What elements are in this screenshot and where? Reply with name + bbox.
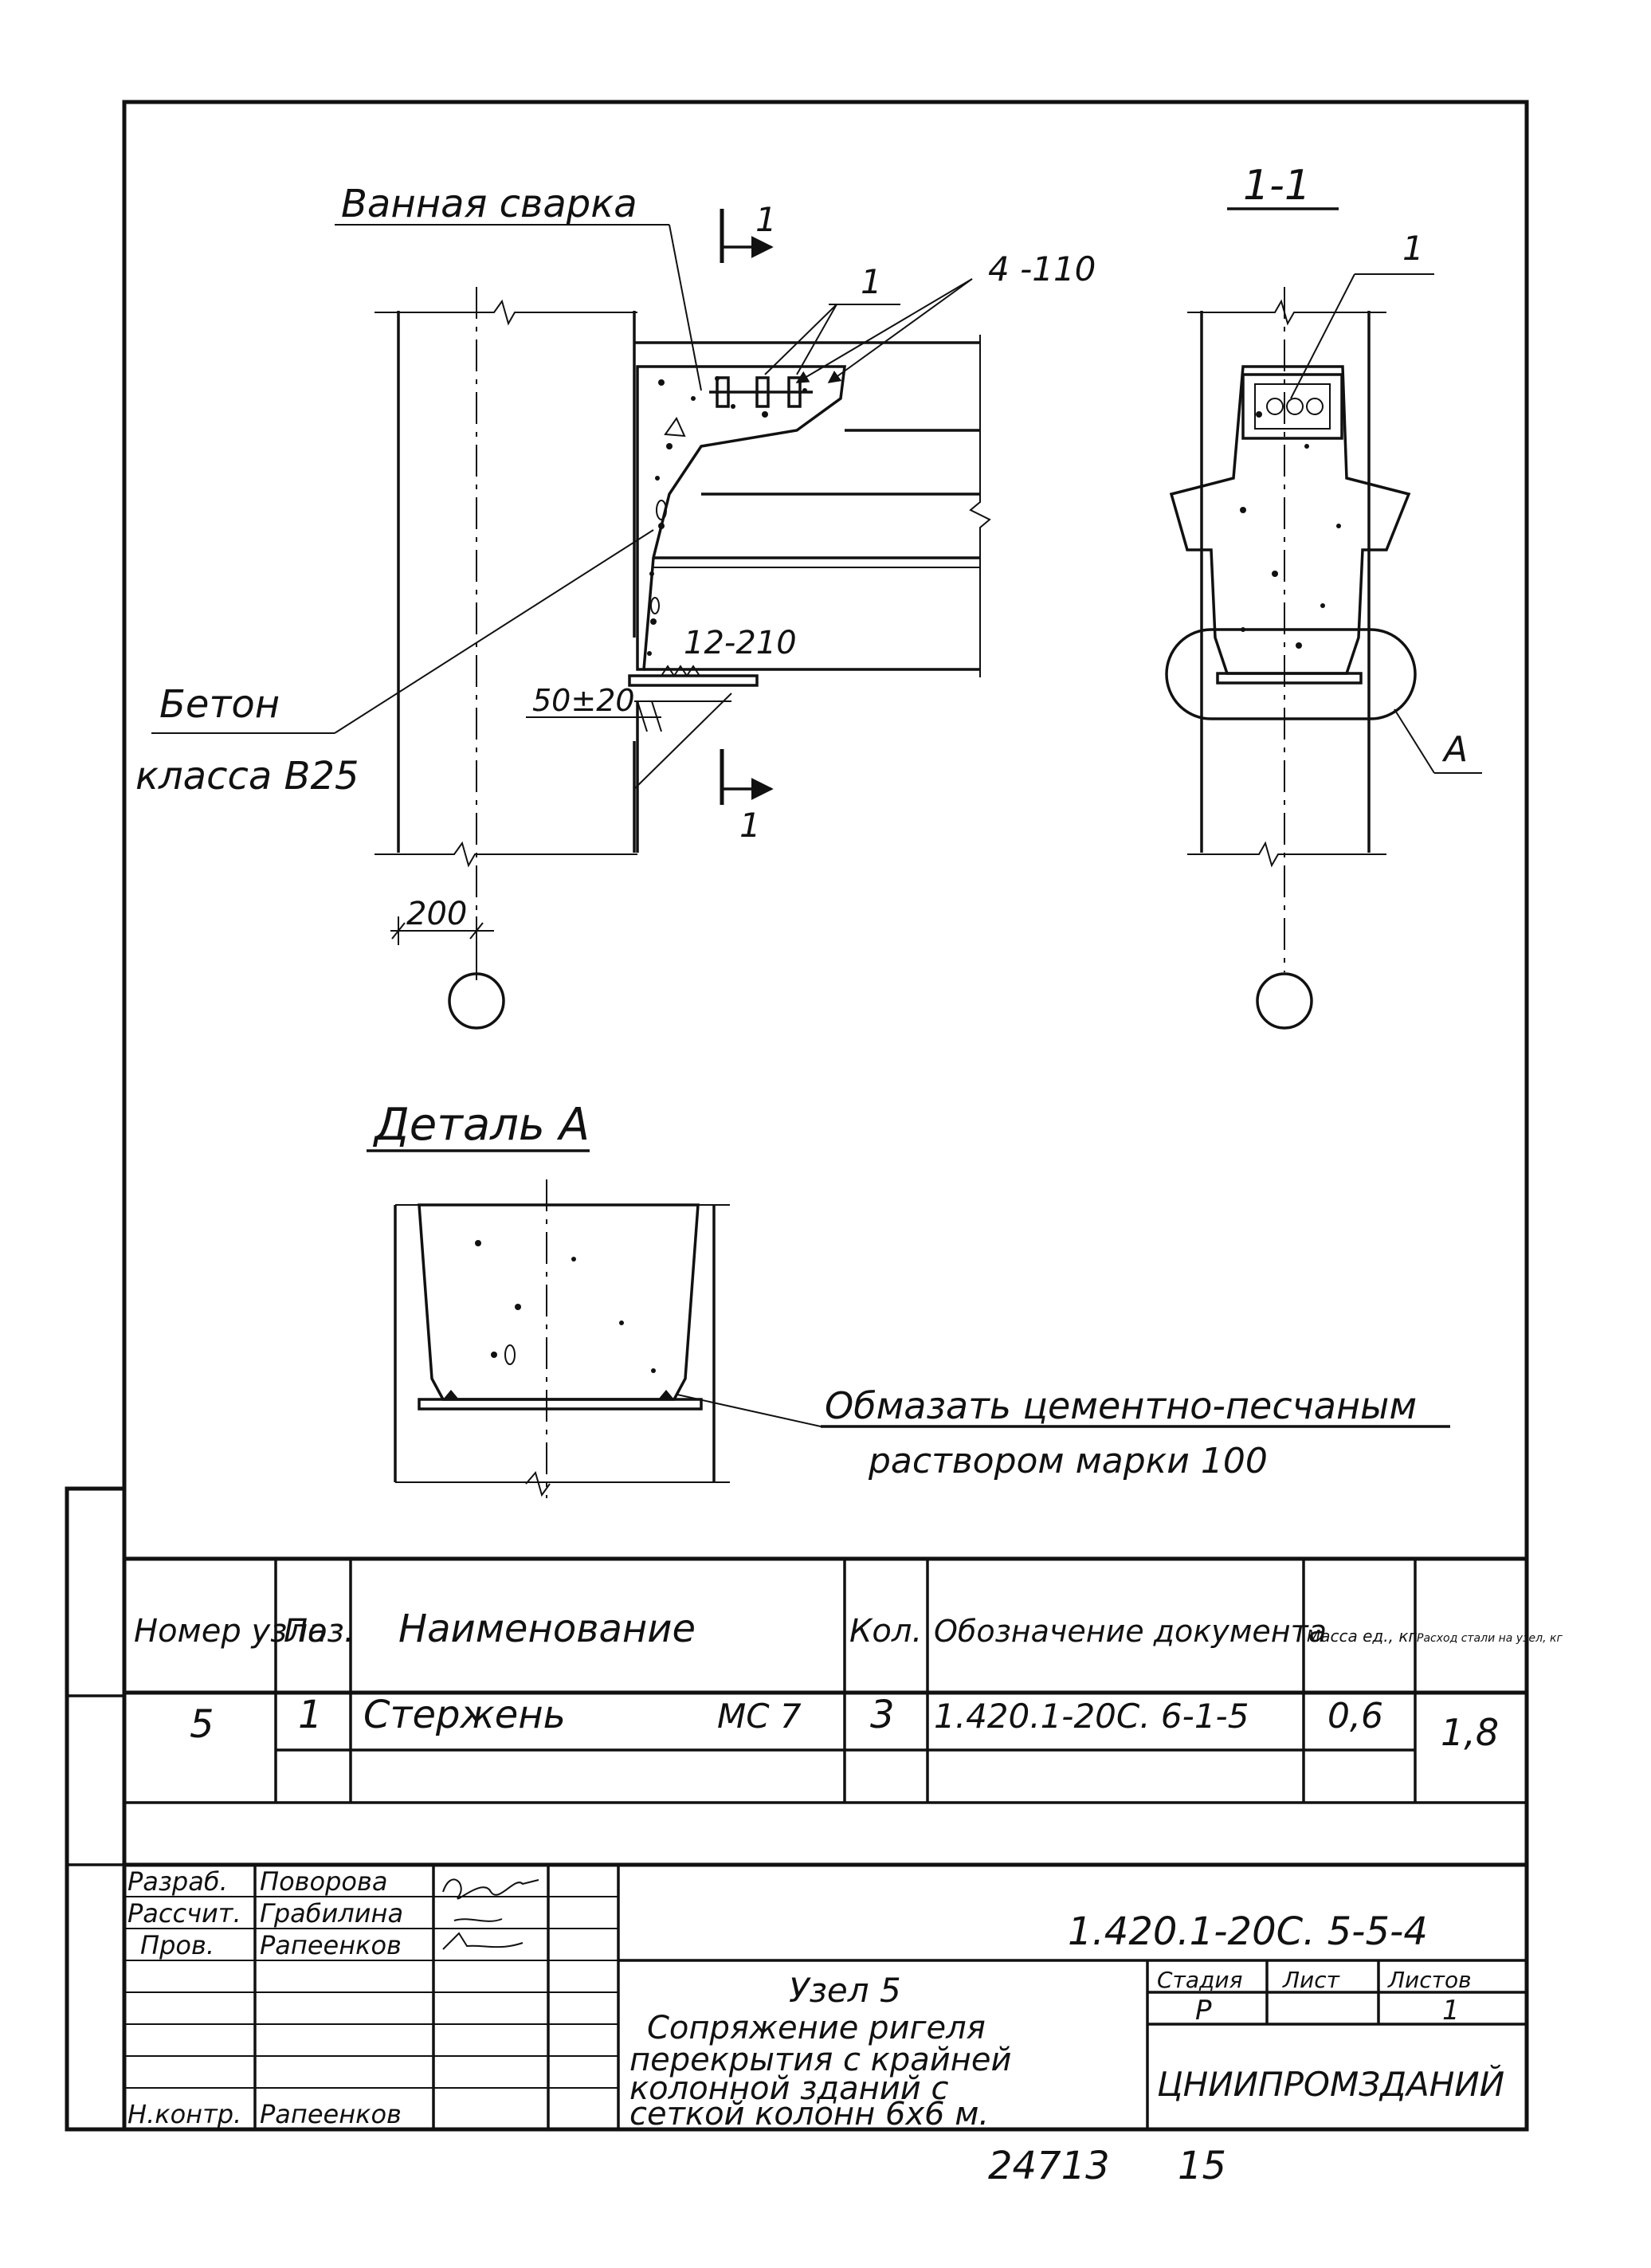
detail-a-view: Деталь А Обмазать цементно-песчаным раст…	[367, 1099, 1450, 1498]
role-developer: Разраб.	[127, 1866, 228, 1897]
bottom-weld-label: 12-210	[684, 625, 797, 661]
cell-doc: 1.420.1-20С. 6-1-5	[934, 1697, 1249, 1736]
detail-note-line2: раствором марки 100	[868, 1441, 1268, 1481]
detail-title: Деталь А	[372, 1099, 590, 1151]
weld-label: Ванная сварка	[341, 182, 637, 226]
signature-1	[442, 1878, 539, 1900]
organization: ЦНИИПРОМЗДАНИЙ	[1157, 2064, 1504, 2104]
header-pos: Поз.	[284, 1613, 355, 1650]
header-consumption: Расход стали на узел, кг	[1417, 1632, 1563, 1645]
detail-note-line1: Обмазать цементно-песчаным	[825, 1384, 1417, 1427]
cell-pos: 1	[298, 1693, 323, 1737]
side-stamp-frame	[65, 1486, 127, 2132]
name-norm-control: Рапеенков	[260, 2099, 402, 2129]
signature-2	[453, 1918, 503, 1922]
cell-consumption: 1,8	[1441, 1711, 1499, 1754]
node-title: Узел 5	[789, 1971, 901, 2010]
dimension-200: 200	[406, 896, 467, 932]
cell-mass: 0,6	[1327, 1696, 1383, 1736]
spec-table: Номер узла Поз. Наименование Кол. Обозна…	[124, 1556, 1563, 1804]
desc-line-1: Сопряжение ригеля	[647, 2010, 986, 2046]
header-node: Номер узла	[134, 1613, 327, 1650]
document-code: 1.420.1-20С. 5-5-4	[1068, 1909, 1428, 1954]
cell-qty: 3	[870, 1693, 895, 1737]
cell-mark: МС 7	[717, 1697, 802, 1736]
cell-name: Стержень	[363, 1693, 566, 1737]
section-pos-label: 1	[1402, 229, 1424, 268]
weld-symbol-label: 4 -110	[988, 249, 1096, 288]
detail-beam-section	[418, 1203, 700, 1401]
sheets-header: Листов	[1387, 1967, 1472, 1993]
elevation-view: 1 1 Ванная сварка 1 4 -110 Бетон класса …	[135, 182, 1096, 1030]
header-doc: Обозначение документа	[934, 1614, 1327, 1649]
concrete-label-line1: Бетон	[159, 682, 280, 727]
stage-value: Р	[1195, 1995, 1212, 2027]
stage-header: Стадия	[1157, 1967, 1242, 1993]
signature-3	[442, 1932, 524, 1950]
section-mark-bottom: 1	[739, 806, 761, 845]
desc-line-4: сеткой колонн 6х6 м.	[629, 2096, 989, 2133]
sheet-header: Лист	[1282, 1967, 1340, 1993]
detail-ref-label: А	[1441, 729, 1468, 770]
title-block: Разраб. Рассчит. Пров. Н.контр. Поворова…	[124, 1862, 1527, 2133]
section-mark-top: 1	[755, 200, 777, 239]
axis-bubble-left	[448, 972, 505, 1030]
cell-node: 5	[190, 1702, 214, 1747]
role-checked: Пров.	[140, 1930, 214, 1960]
inventory-number: 24713	[988, 2144, 1110, 2188]
gap-dimension: 50±20	[532, 683, 635, 718]
sheet-frame	[122, 100, 1529, 2132]
section-1-1: 1-1 1 А	[1165, 162, 1482, 1030]
name-calculated: Грабилина	[260, 1898, 403, 1929]
page-number: 15	[1178, 2144, 1226, 2188]
desc-line-2: перекрытия с крайней	[629, 2042, 1012, 2078]
position-1-label: 1	[861, 262, 882, 301]
name-checked: Рапеенков	[260, 1930, 402, 1960]
section-title: 1-1	[1243, 162, 1311, 210]
concrete-label-line2: класса В25	[135, 754, 359, 799]
detail-a-callout	[1165, 628, 1417, 720]
axis-bubble-right	[1256, 972, 1313, 1030]
role-norm-control: Н.контр.	[127, 2099, 241, 2129]
sheets-value: 1	[1442, 1995, 1460, 2027]
header-name: Наименование	[398, 1607, 696, 1651]
header-qty: Кол.	[849, 1613, 922, 1650]
name-developer: Поворова	[260, 1866, 387, 1897]
header-mass: Масса ед., кг	[1307, 1626, 1417, 1646]
role-calculated: Рассчит.	[127, 1898, 241, 1929]
desc-line-3: колонной зданий с	[629, 2070, 948, 2107]
